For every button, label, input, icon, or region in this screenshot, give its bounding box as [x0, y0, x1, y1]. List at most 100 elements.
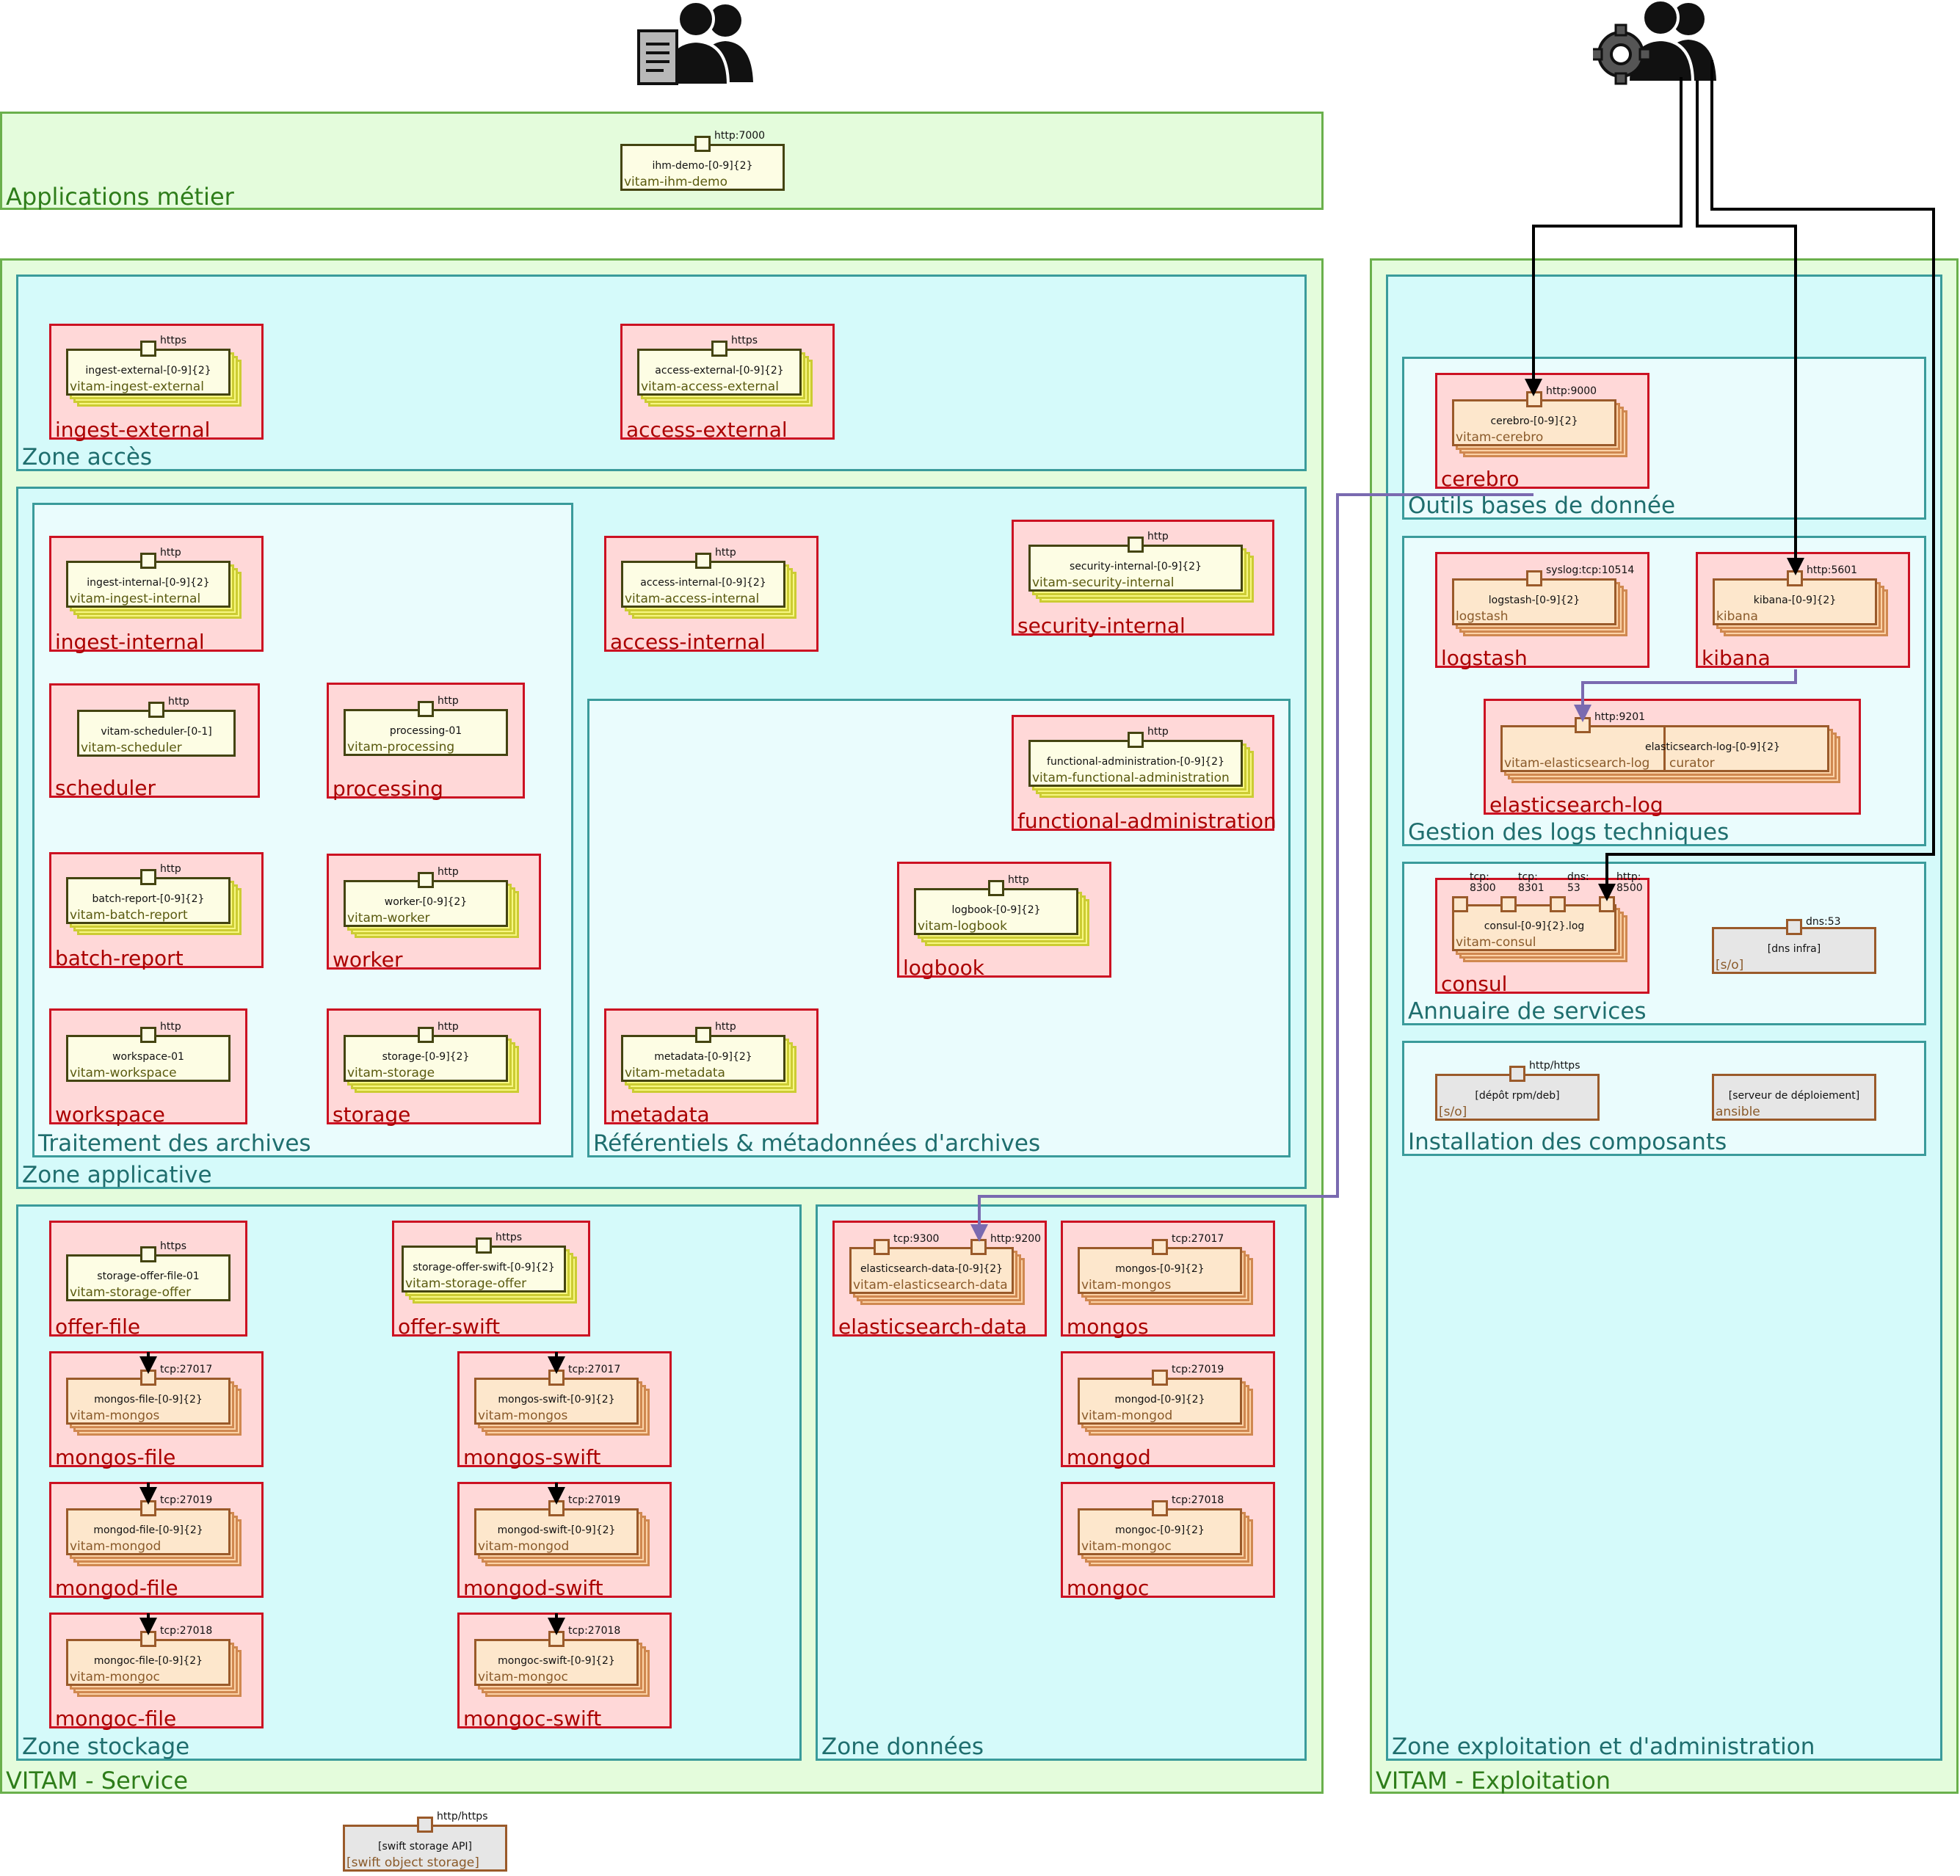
group-label: consul — [1441, 972, 1508, 996]
component-functional-administration: http functional-administration-[0-9]{2} … — [1028, 727, 1254, 798]
group-workspace: http workspace-01 vitam-workspace worksp… — [49, 1008, 247, 1127]
component-role: vitam-mongos — [70, 1408, 160, 1423]
component-name: access-external-[0-9]{2} — [655, 365, 784, 377]
port-label: https — [496, 1232, 523, 1243]
group-label: mongod-file — [55, 1576, 178, 1600]
component-role: vitam-security-internal — [1032, 575, 1175, 590]
port-icon — [1152, 1239, 1168, 1255]
component-name: cerebro-[0-9]{2} — [1490, 415, 1578, 427]
component-role: [s/o] — [1716, 958, 1744, 972]
zone-label: Référentiels & métadonnées d'archives — [593, 1130, 1041, 1157]
port-label: http — [438, 695, 459, 707]
group-label: functional-administration — [1017, 809, 1277, 833]
group-logbook: http logbook-[0-9]{2} vitam-logbook logb… — [897, 862, 1111, 980]
port-label: tcp: 8301 — [1518, 871, 1545, 894]
port-icon — [140, 1246, 156, 1262]
component-role: vitam-mongod — [1081, 1408, 1173, 1423]
component-offer-file: https storage-offer-file-01 vitam-storag… — [66, 1241, 231, 1301]
port-icon — [1128, 732, 1144, 748]
component-mongoc-swift: tcp:27018 mongoc-swift-[0-9]{2} vitam-mo… — [474, 1626, 650, 1697]
component-role: vitam-storage-offer — [70, 1285, 192, 1300]
group-label: mongos-file — [55, 1445, 176, 1469]
component-mongoc: tcp:27018 mongoc-[0-9]{2} vitam-mongoc — [1078, 1495, 1253, 1566]
component-role: vitam-ingest-external — [70, 379, 204, 394]
port-label: http:9200 — [990, 1233, 1042, 1245]
wire-admin-kibana — [1696, 81, 1804, 575]
component-name: storage-offer-file-01 — [97, 1270, 200, 1282]
group-kibana: http:5601 kibana-[0-9]{2} kibana kibana — [1696, 552, 1910, 670]
group-label: scheduler — [55, 776, 156, 800]
port-label: http/https — [1529, 1060, 1580, 1072]
component-name: [dépôt rpm/deb] — [1475, 1090, 1560, 1102]
group-label: logbook — [903, 956, 984, 980]
component-dns-infra: dns:53 [dns infra] [s/o] — [1712, 917, 1876, 974]
group-cerebro: http:9000 cerebro-[0-9]{2} vitam-cerebro… — [1435, 373, 1649, 491]
component-name: worker-[0-9]{2} — [384, 896, 468, 908]
port-label: http:9201 — [1594, 711, 1646, 723]
port-label: tcp:27019 — [160, 1494, 213, 1506]
group-label: logstash — [1441, 646, 1528, 670]
group-label: security-internal — [1017, 614, 1186, 638]
component-name: ihm-demo-[0-9]{2} — [652, 160, 753, 172]
port-label: http — [1147, 726, 1169, 738]
port-icon — [476, 1237, 492, 1254]
component-name: storage-[0-9]{2} — [382, 1051, 470, 1063]
component-ihm-demo: http:7000 ihm-demo-[0-9]{2} vitam-ihm-de… — [620, 131, 785, 191]
component-role: vitam-access-internal — [625, 592, 760, 606]
component-offer-swift: https storage-offer-swift-[0-9]{2} vitam… — [402, 1232, 577, 1304]
group-label: metadata — [610, 1102, 710, 1127]
component-name: [swift storage API] — [378, 1841, 472, 1853]
component-role: vitam-batch-report — [70, 908, 188, 923]
port-label: tcp:27017 — [1172, 1233, 1224, 1245]
component-role: vitam-mongoc — [478, 1670, 568, 1684]
component-role: vitam-mongoc — [70, 1670, 160, 1684]
component-name: [serveur de déploiement] — [1728, 1090, 1860, 1102]
component-name: mongod-swift-[0-9]{2} — [497, 1524, 616, 1536]
component-access-external: https access-external-[0-9]{2} vitam-acc… — [637, 335, 813, 407]
port-icon — [711, 341, 727, 357]
zone-label: Zone stockage — [22, 1734, 190, 1760]
port-icon — [148, 702, 164, 718]
port-label: http — [160, 1021, 181, 1033]
port-icon — [140, 341, 156, 357]
component-role: vitam-ihm-demo — [624, 175, 727, 189]
group-ingest-external: https ingest-external-[0-9]{2} vitam-ing… — [49, 324, 264, 442]
component-role: [swift object storage] — [346, 1855, 479, 1870]
component-logstash: syslog:tcp:10514 logstash-[0-9]{2} logst… — [1452, 565, 1634, 636]
port-label: http — [1008, 874, 1029, 886]
component-name: batch-report-[0-9]{2} — [92, 893, 205, 905]
component-mongod-swift: tcp:27019 mongod-swift-[0-9]{2} vitam-mo… — [474, 1495, 650, 1566]
component-role: vitam-metadata — [625, 1066, 725, 1080]
port-label: http/https — [437, 1811, 488, 1822]
group-metadata: http metadata-[0-9]{2} vitam-metadata me… — [604, 1008, 819, 1127]
port-label: http — [168, 696, 189, 708]
port-label: http — [715, 547, 736, 559]
component-consul: tcp: 8300 tcp: 8301 dns: 53 http: 8500 c… — [1452, 872, 1643, 962]
component-name: mongod-file-[0-9]{2} — [93, 1524, 203, 1536]
component-elasticsearch-data: tcp:9300 http:9200 elasticsearch-data-[0… — [849, 1234, 1041, 1305]
group-mongos-swift: tcp:27017 mongos-swift-[0-9]{2} vitam-mo… — [457, 1351, 672, 1469]
zone-label: Outils bases de donnée — [1408, 492, 1676, 519]
component-role: vitam-functional-administration — [1032, 771, 1230, 785]
component-name: mongos-[0-9]{2} — [1115, 1263, 1205, 1275]
port-label: http — [438, 866, 459, 878]
component-name: elasticsearch-data-[0-9]{2} — [860, 1263, 1003, 1275]
component-name: mongos-file-[0-9]{2} — [94, 1394, 203, 1406]
port-icon — [1509, 1066, 1525, 1082]
group-label: mongoc-swift — [463, 1706, 602, 1731]
component-name: security-internal-[0-9]{2} — [1070, 561, 1202, 572]
wire-admin-consul — [1598, 60, 1935, 901]
component-depot-rpm: http/https [dépôt rpm/deb] [s/o] — [1435, 1061, 1600, 1121]
port-label: http — [438, 1021, 459, 1033]
component-name: workspace-01 — [112, 1051, 184, 1063]
group-label: mongoc-file — [55, 1706, 177, 1731]
component-role: vitam-mongos — [478, 1408, 568, 1423]
component-ingest-internal: http ingest-internal-[0-9]{2} vitam-inge… — [66, 548, 242, 619]
component-mongos-swift: tcp:27017 mongos-swift-[0-9]{2} vitam-mo… — [474, 1364, 650, 1436]
wire-kibana-es-log — [1574, 669, 1797, 722]
port-icon — [695, 1027, 711, 1043]
group-worker: http worker-[0-9]{2} vitam-worker worker — [327, 854, 541, 972]
component-deploiement: [serveur de déploiement] ansible — [1712, 1074, 1876, 1121]
component-name: mongoc-[0-9]{2} — [1115, 1524, 1205, 1536]
